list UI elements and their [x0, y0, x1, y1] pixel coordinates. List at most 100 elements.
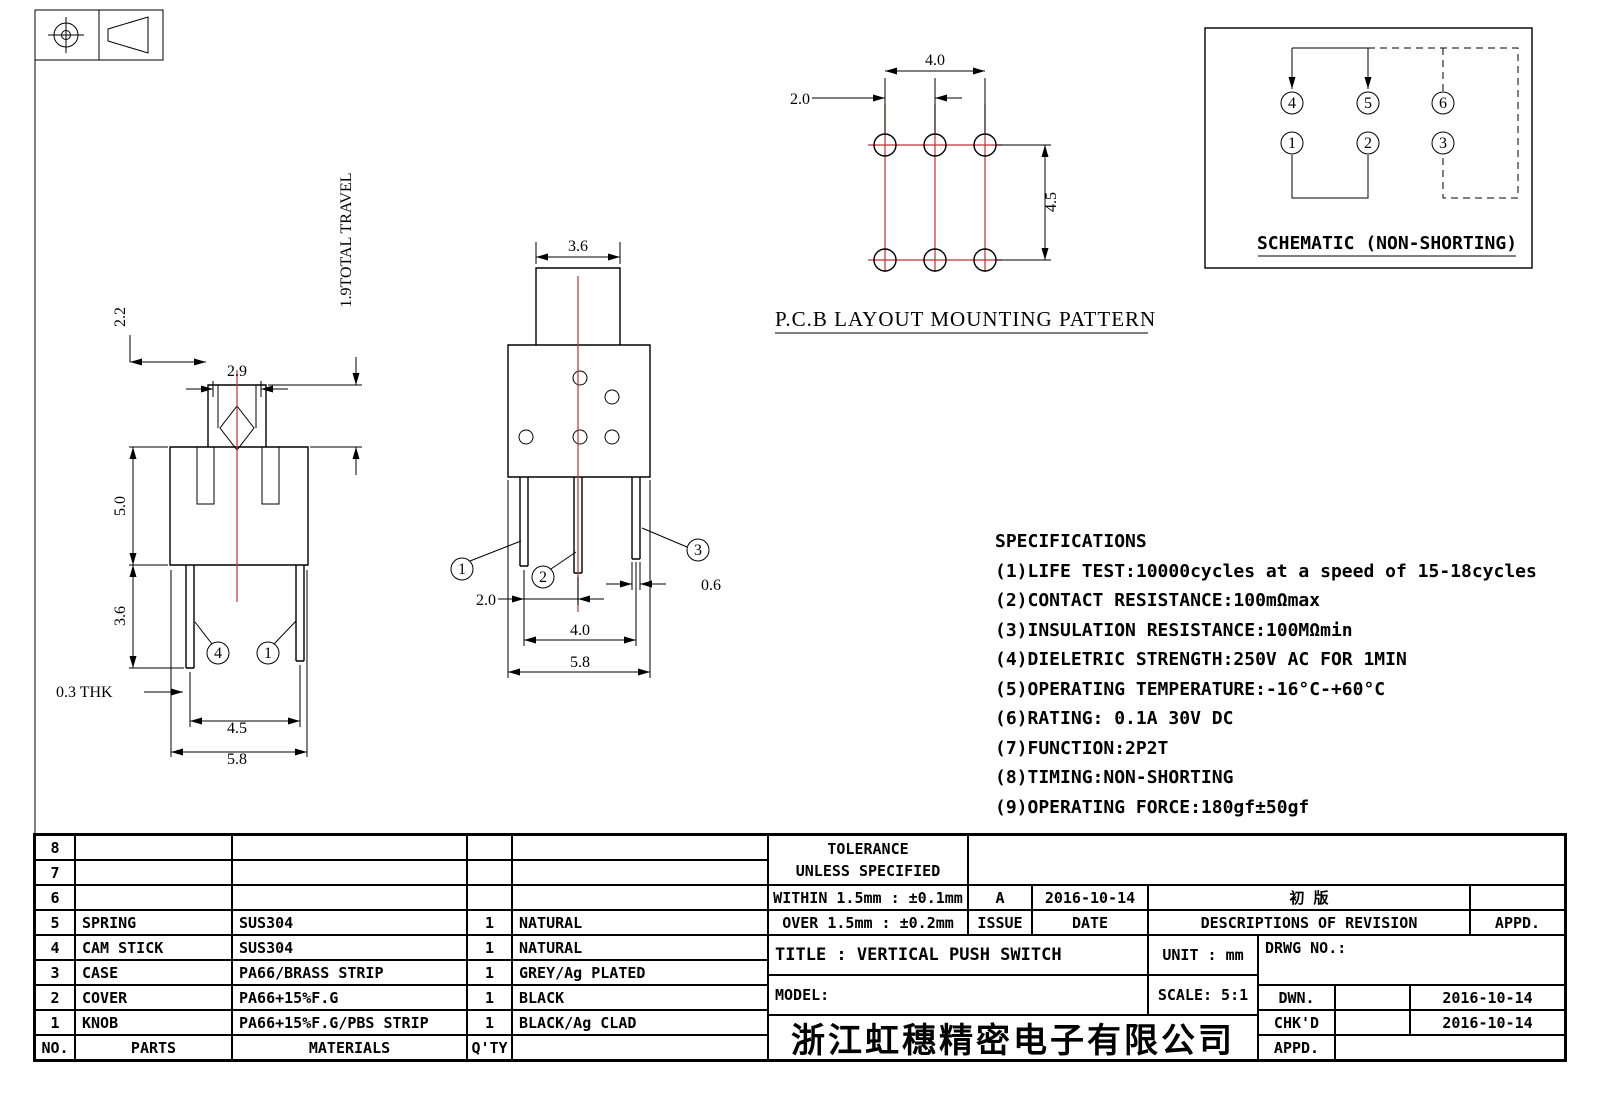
- part-material: [232, 885, 467, 910]
- pcb-grid: [868, 104, 1002, 272]
- date-label: DATE: [1032, 910, 1148, 935]
- part-no: 3: [35, 960, 75, 985]
- issue-date: 2016-10-14: [1032, 885, 1148, 910]
- schematic-pin-5: 5: [1364, 95, 1372, 112]
- part-material: PA66/BRASS STRIP: [232, 960, 467, 985]
- schematic-pin-6: 6: [1439, 95, 1447, 112]
- part-qty: 1: [467, 910, 512, 935]
- part-finish: NATURAL: [512, 935, 768, 960]
- appd-label: APPD.: [1470, 910, 1565, 935]
- chkd-date: 2016-10-14: [1410, 1010, 1565, 1035]
- part-material: [232, 860, 467, 885]
- part-no: 2: [35, 985, 75, 1010]
- header-parts: PARTS: [75, 1035, 232, 1060]
- pcb-caption: P.C.B LAYOUT MOUNTING PATTERN: [775, 307, 1156, 331]
- revision-history-empty: [968, 835, 1565, 885]
- front-dim-5-0: 5.0: [112, 496, 129, 516]
- part-name: CASE: [75, 960, 232, 985]
- tolerance-line2: UNLESS SPECIFIED: [795, 862, 941, 880]
- part-no: 5: [35, 910, 75, 935]
- part-no: 4: [35, 935, 75, 960]
- front-pin-4-label: 4: [214, 645, 222, 662]
- title-block: 8 7 6 5 SPRING SUS304 1 NATURAL 4 CAM ST…: [33, 833, 1567, 1062]
- part-finish: [512, 885, 768, 910]
- part-name: SPRING: [75, 910, 232, 935]
- issue-value: A: [968, 885, 1032, 910]
- side-pin-2-label: 2: [539, 569, 547, 586]
- front-dim-5-8: 5.8: [227, 751, 247, 768]
- company-name: 浙江虹穗精密电子有限公司: [768, 1015, 1258, 1060]
- part-no: 1: [35, 1010, 75, 1035]
- spec-line: (7)FUNCTION:2P2T: [995, 737, 1169, 759]
- side-pin-3-label: 3: [694, 542, 702, 559]
- drwg-no-label: DRWG NO.:: [1258, 935, 1565, 985]
- schematic-pin-4: 4: [1288, 95, 1296, 112]
- pcb-dim-4-5: 4.5: [1043, 192, 1060, 212]
- part-name: [75, 860, 232, 885]
- revision-appd-empty: [1470, 885, 1565, 910]
- pcb-dim-2-0: 2.0: [790, 91, 810, 108]
- side-dim-4-0: 4.0: [570, 622, 590, 639]
- part-material: SUS304: [232, 935, 467, 960]
- part-material: PA66+15%F.G: [232, 985, 467, 1010]
- side-dim-5-8: 5.8: [570, 654, 590, 671]
- part-qty: 1: [467, 1010, 512, 1035]
- header-finish-empty: [512, 1035, 768, 1060]
- descriptions-label: DESCRIPTIONS OF REVISION: [1148, 910, 1470, 935]
- specifications: SPECIFICATIONS (1)LIFE TEST:10000cycles …: [995, 527, 1537, 822]
- part-name: [75, 885, 232, 910]
- chkd-label: CHK'D: [1258, 1010, 1335, 1035]
- side-dim-0-6: 0.6: [701, 577, 721, 594]
- header-materials: MATERIALS: [232, 1035, 467, 1060]
- projection-symbol-icon: [34, 9, 164, 61]
- model-label: MODEL:: [768, 975, 1148, 1015]
- header-qty: Q'TY: [467, 1035, 512, 1060]
- chkd-signature-empty: [1335, 1010, 1410, 1035]
- schematic: 4 5 6 1 2 3 SCHEMATIC (NON-SHORTING): [1204, 27, 1533, 269]
- schematic-caption: SCHEMATIC (NON-SHORTING): [1257, 233, 1517, 254]
- part-material: [232, 835, 467, 860]
- part-material: SUS304: [232, 910, 467, 935]
- part-no: 6: [35, 885, 75, 910]
- specifications-title: SPECIFICATIONS: [995, 531, 1147, 552]
- part-name: [75, 835, 232, 860]
- side-view: 3.6 1 2 3 2.0 0.6 4.0 5.8: [450, 238, 721, 678]
- part-qty: 1: [467, 985, 512, 1010]
- part-material: PA66+15%F.G/PBS STRIP: [232, 1010, 467, 1035]
- front-dim-4-5: 4.5: [227, 720, 247, 737]
- dwn-label: DWN.: [1258, 985, 1335, 1010]
- part-qty: 1: [467, 935, 512, 960]
- part-qty: [467, 885, 512, 910]
- front-dim-3-6: 3.6: [112, 606, 129, 626]
- part-qty: [467, 860, 512, 885]
- part-qty: [467, 835, 512, 860]
- side-dim-3-6: 3.6: [568, 238, 588, 255]
- front-dim-2-9: 2.9: [227, 363, 247, 380]
- spec-line: (5)OPERATING TEMPERATURE:-16°C-+60°C: [995, 678, 1386, 700]
- front-dim-travel: 1.9TOTAL TRAVEL: [338, 172, 355, 307]
- front-pin-1-label: 1: [264, 645, 272, 662]
- tolerance-line1: TOLERANCE: [827, 840, 909, 858]
- appd-row-empty: [1335, 1035, 1565, 1060]
- part-name: CAM STICK: [75, 935, 232, 960]
- dwn-signature-empty: [1335, 985, 1410, 1010]
- scale-label: SCALE: 5:1: [1148, 975, 1258, 1015]
- side-pin-1-label: 1: [458, 561, 466, 578]
- unit-label: UNIT : mm: [1148, 935, 1258, 975]
- tolerance-over: OVER 1.5mm : ±0.2mm: [768, 910, 968, 935]
- spec-line: (2)CONTACT RESISTANCE:100mΩmax: [995, 590, 1321, 611]
- part-finish: NATURAL: [512, 910, 768, 935]
- spec-line: (3)INSULATION RESISTANCE:100MΩmin: [995, 619, 1353, 641]
- spec-line: (8)TIMING:NON-SHORTING: [995, 767, 1234, 788]
- schematic-pin-2: 2: [1364, 135, 1372, 152]
- revision-name: 初 版: [1148, 885, 1470, 910]
- spec-line: (6)RATING: 0.1A 30V DC: [995, 708, 1234, 729]
- header-no: NO.: [35, 1035, 75, 1060]
- part-finish: BLACK/Ag CLAD: [512, 1010, 768, 1035]
- part-no: 8: [35, 835, 75, 860]
- part-finish: [512, 835, 768, 860]
- spec-line: (4)DIELETRIC STRENGTH:250V AC FOR 1MIN: [995, 649, 1407, 670]
- side-dim-2-0: 2.0: [476, 592, 496, 609]
- front-view: 2.2 2.9 1.9TOTAL TRAVEL 5.0 3.6 0.3 THK …: [56, 172, 362, 768]
